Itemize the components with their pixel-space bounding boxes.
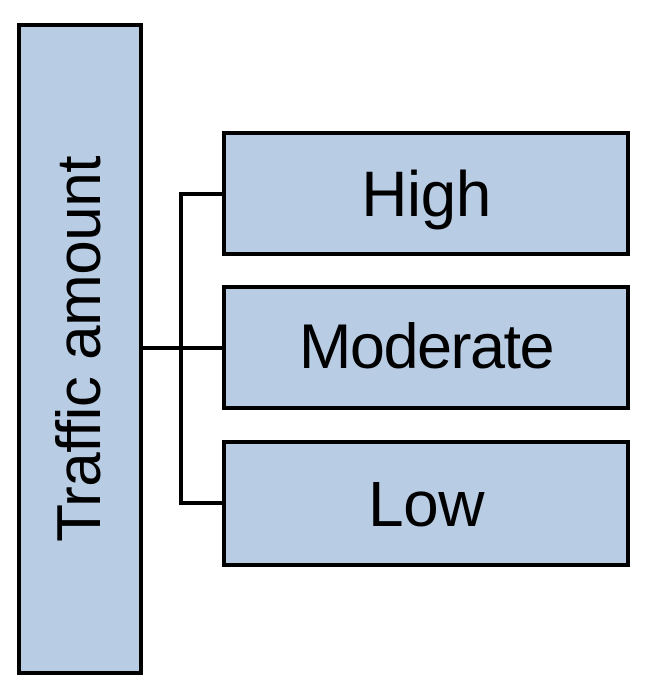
child-node-high[interactable]: High — [222, 131, 630, 256]
child-node-moderate[interactable]: Moderate — [222, 285, 630, 410]
child-node-low[interactable]: Low — [222, 440, 630, 567]
parent-node-label: Traffic amount — [45, 156, 115, 542]
connector-branch-moderate — [179, 346, 224, 350]
child-node-label-low: Low — [368, 467, 484, 540]
connector-branch-low — [179, 501, 224, 505]
connector-branch-high — [179, 192, 224, 196]
connector-stem — [143, 346, 183, 350]
child-node-label-moderate: Moderate — [298, 312, 555, 382]
child-node-label-high: High — [361, 157, 491, 230]
parent-node-traffic-amount[interactable]: Traffic amount — [17, 23, 143, 675]
